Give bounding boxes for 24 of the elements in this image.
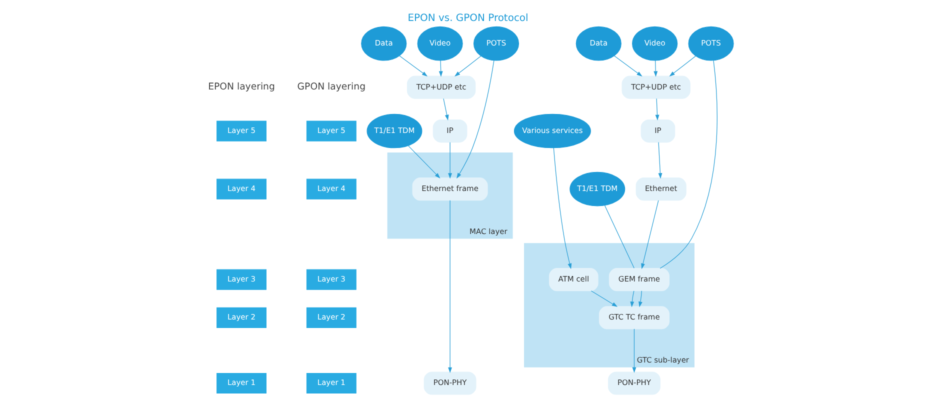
arrow (654, 60, 658, 77)
arrow (590, 290, 618, 307)
arrow (448, 142, 452, 179)
arrow (655, 98, 660, 120)
arrow (399, 56, 428, 77)
arrow (669, 56, 696, 77)
arrow (641, 200, 659, 270)
arrow (454, 56, 482, 77)
arrow (448, 200, 452, 373)
arrow (456, 60, 494, 179)
arrow (443, 98, 449, 120)
arrow (632, 328, 636, 373)
label: GPON layering (297, 81, 366, 92)
connector (660, 60, 718, 269)
arrow (553, 148, 572, 270)
arrow (658, 142, 662, 179)
arrow (408, 145, 440, 178)
arrow (638, 290, 642, 308)
connector (604, 205, 634, 268)
arrow (630, 290, 634, 308)
diagram-title: EPON vs. GPON Protocol (408, 13, 528, 24)
arrow (438, 60, 443, 77)
arrow (614, 56, 642, 77)
label: EPON layering (208, 81, 275, 92)
